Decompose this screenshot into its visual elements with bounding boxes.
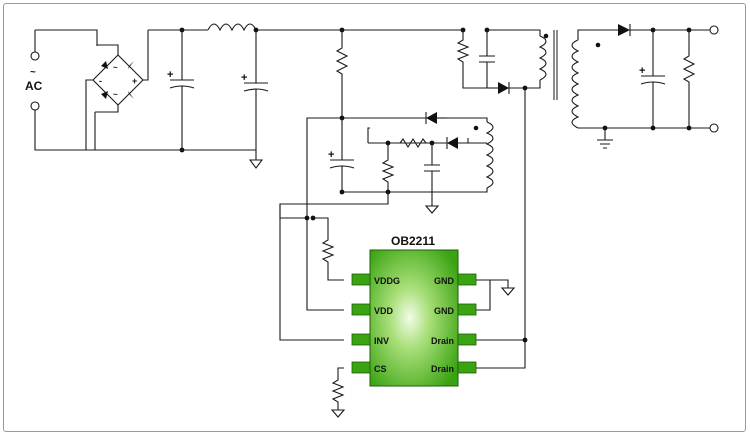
cs-resistor bbox=[331, 367, 345, 410]
polarity-dot bbox=[595, 42, 601, 48]
junction-dot bbox=[522, 85, 528, 91]
bias-capacitor: + bbox=[328, 118, 355, 195]
pin-drain-1 bbox=[457, 333, 477, 346]
junction-dot bbox=[304, 215, 310, 221]
pin-vdd bbox=[351, 303, 371, 316]
bridge-tilde-top: ~ bbox=[113, 63, 118, 72]
polarity-mark: + bbox=[241, 72, 247, 84]
pin-gnd-2 bbox=[457, 303, 477, 316]
polarity-mark: + bbox=[328, 149, 334, 161]
pin-drain-2 bbox=[457, 361, 477, 374]
vddg-network bbox=[279, 127, 487, 219]
transformer-core bbox=[553, 30, 558, 100]
pin-gnd-1 bbox=[457, 273, 477, 286]
pin-cs bbox=[351, 361, 371, 374]
pin-inv bbox=[351, 333, 371, 346]
aux-top-wire bbox=[447, 117, 488, 122]
aux-return-wire bbox=[342, 188, 488, 193]
bridge-plus: + bbox=[132, 76, 137, 86]
pin-label-vddg: VDDG bbox=[374, 276, 400, 286]
input-capacitor-1: + bbox=[167, 30, 195, 150]
ground-symbol bbox=[248, 159, 264, 169]
transformer-primary bbox=[538, 35, 547, 81]
transformer-secondary bbox=[571, 39, 580, 129]
drain-diode bbox=[474, 82, 540, 369]
junction-dot bbox=[310, 215, 316, 221]
bridge-tilde-bottom: ~ bbox=[113, 90, 118, 99]
bridge-minus: - bbox=[99, 76, 102, 86]
ground-symbol bbox=[330, 409, 346, 418]
snubber bbox=[456, 29, 541, 89]
polarity-mark: + bbox=[167, 69, 173, 81]
pin-label-gnd-1: GND bbox=[434, 276, 455, 286]
output-stage: + bbox=[577, 24, 719, 149]
ac-label: AC bbox=[25, 79, 43, 93]
junction-dot bbox=[522, 337, 528, 343]
pin-label-drain-2: Drain bbox=[431, 364, 454, 374]
output-terminal-positive bbox=[709, 25, 719, 35]
pin-label-vdd: VDD bbox=[374, 306, 394, 316]
ob2211-chip: OB2211 VDDG VDD INV CS GND GND Drain Dra… bbox=[351, 234, 477, 387]
pin-label-gnd-2: GND bbox=[434, 306, 455, 316]
vddg-wire bbox=[313, 217, 344, 281]
pin-vddg bbox=[351, 273, 371, 286]
polarity-mark: + bbox=[639, 65, 645, 77]
ground-symbol bbox=[500, 287, 516, 296]
startup-resistor bbox=[335, 30, 349, 118]
filter-inductor bbox=[207, 23, 257, 32]
return-rail bbox=[86, 149, 257, 160]
pin-label-drain-1: Drain bbox=[431, 336, 454, 346]
ac-source: ~ AC bbox=[25, 29, 98, 151]
pin-label-inv: INV bbox=[374, 336, 389, 346]
bridge-rectifier: - + ~ ~ bbox=[85, 30, 149, 150]
bias-diode bbox=[306, 112, 447, 311]
pin-label-cs: CS bbox=[374, 364, 387, 374]
chip-name: OB2211 bbox=[391, 234, 435, 248]
output-terminal-negative bbox=[709, 123, 719, 133]
ac-tilde-label: ~ bbox=[30, 67, 36, 78]
inv-wire bbox=[279, 204, 344, 341]
polarity-dot bbox=[543, 33, 549, 39]
input-capacitor-2: + bbox=[241, 30, 269, 150]
gnd-wire bbox=[474, 279, 509, 311]
aux-winding bbox=[473, 121, 494, 189]
